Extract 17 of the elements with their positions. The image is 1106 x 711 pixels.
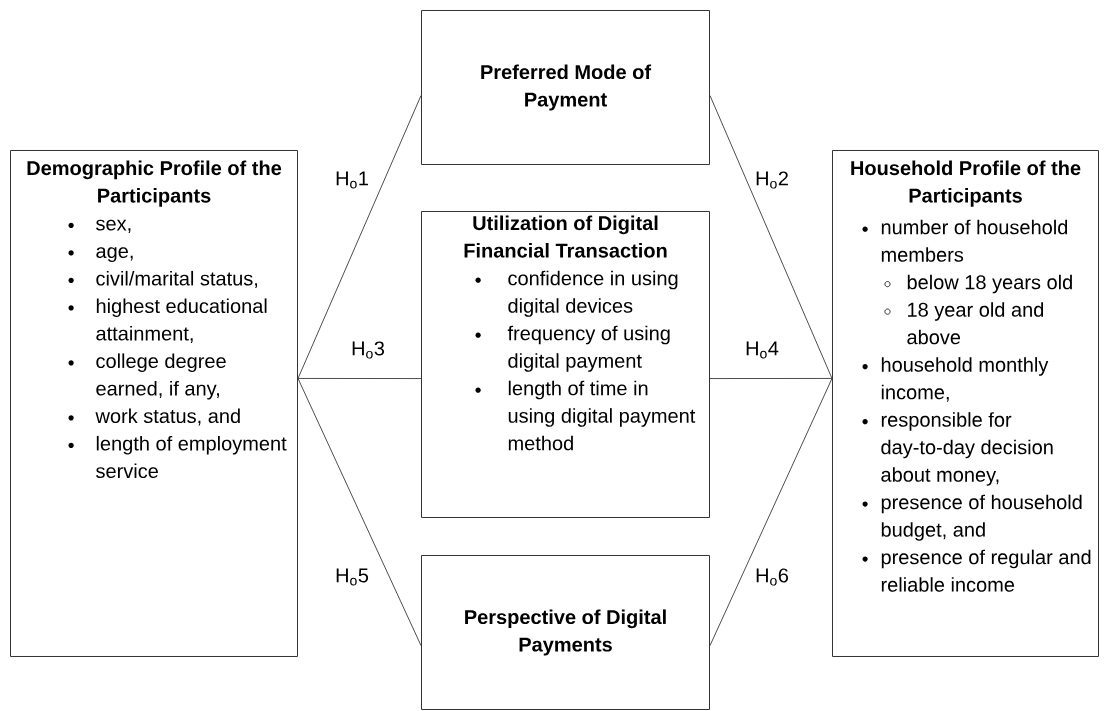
edge-label: H$_{o}$1 [334, 170, 370, 190]
edge-label: H$_{o}$3 [350, 340, 386, 360]
connector-line [297, 95, 422, 379]
connector-line [709, 377, 833, 380]
connector-line [297, 377, 422, 647]
edge-label: H$_{o}$5 [334, 567, 370, 587]
connector-line [297, 377, 422, 380]
connector-line [709, 95, 833, 379]
edge-label: H$_{o}$4 [744, 340, 780, 360]
connector-line [709, 377, 833, 647]
framework-box: Preferred Mode of Payment [421, 10, 710, 165]
framework-box: Household Profile of the Participants number of household members below 18 years old 18 year old and above household monthly income, responsible for day-to-day decision about money, presence of household budget, and presence of regular and reliable income [832, 150, 1099, 657]
edge-label: H$_{o}$6 [754, 567, 790, 587]
framework-box: Utilization of Digital Financial Transaction confidence in using digital devices frequency of using digital payment length of time in using digital payment method [421, 211, 710, 518]
edge-label: H$_{o}$2 [754, 170, 790, 190]
framework-box: Demographic Profile of the Participants sex, age, civil/marital status, highest educational attainment, college degree earned, if any, work status, and length of employment service [10, 150, 298, 657]
framework-box: Perspective of Digital Payments [421, 555, 710, 710]
